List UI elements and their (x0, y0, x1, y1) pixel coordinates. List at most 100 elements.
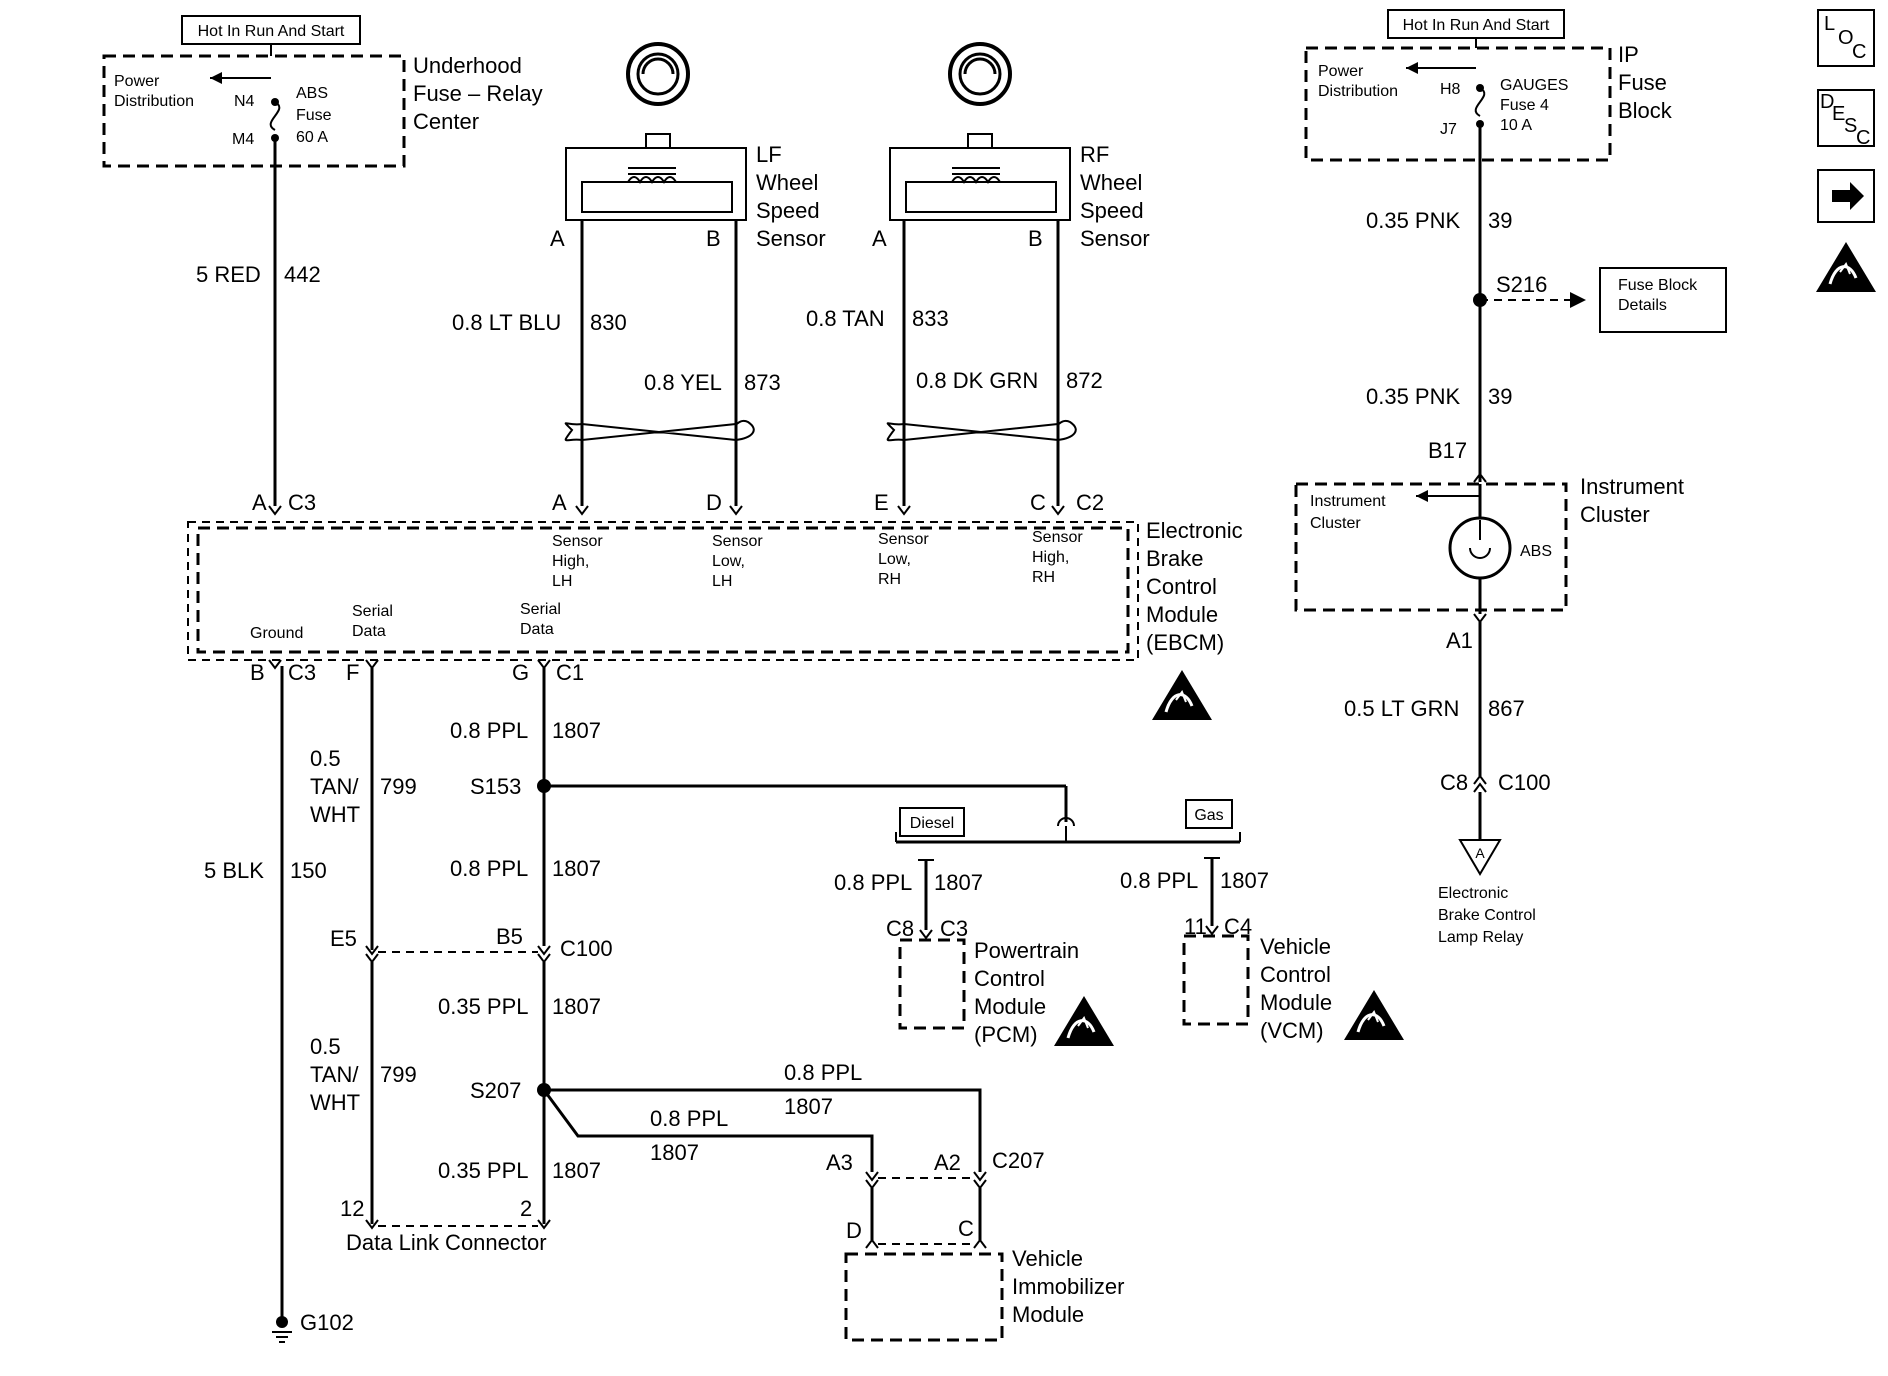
lf-label-1: LF (756, 142, 782, 167)
lf-label-4: Sensor (756, 226, 826, 251)
sensor-low-rh-3: RH (878, 571, 901, 588)
sensor-high-lh-3: LH (552, 573, 572, 590)
rf-sensor-body (889, 147, 1071, 221)
wire-pnk1-size: 0.35 PNK (1366, 208, 1460, 233)
hot-in-run-right-text: Hot In Run And Start (1403, 17, 1550, 34)
rf-pin-a: A (872, 226, 887, 251)
sensor-low-lh-2: Low, (712, 553, 745, 570)
ebcm-outer-box (187, 521, 1139, 661)
sensor-low-lh-3: LH (712, 573, 732, 590)
wire-tw1-a: 0.5 (310, 746, 341, 771)
rf-twisted-pair-icon (886, 419, 1077, 442)
pin-h8: H8 (1440, 81, 1461, 98)
hot-in-run-header-right (1387, 9, 1565, 39)
underhood-label-3: Center (413, 109, 479, 134)
ip-fuse-box (1304, 46, 1612, 162)
wire-ltgrn-num: 867 (1488, 696, 1525, 721)
desc-d: D (1820, 91, 1834, 113)
rf-label-2: Wheel (1080, 170, 1142, 195)
pin-m4: M4 (232, 131, 254, 148)
serial-data-2b: Data (520, 621, 554, 638)
ip-fuse-label-3: Block (1618, 98, 1673, 123)
pcm-label-2: Control (974, 966, 1045, 991)
underhood-label-1: Underhood (413, 53, 522, 78)
power-dist-left-2: Distribution (114, 93, 194, 110)
esd-caution-icon[interactable] (1814, 240, 1878, 294)
hot-in-run-left-text: Hot In Run And Start (198, 23, 345, 40)
ip-fuse-label-2: Fuse (1618, 70, 1667, 95)
ebcm-pin-c: C (1030, 490, 1046, 515)
wire-tw1-c: WHT (310, 802, 360, 827)
diesel-option-box (899, 807, 965, 837)
wire-pnk1-num: 39 (1488, 208, 1512, 233)
ebcm-pin-a: A (252, 490, 267, 515)
vcm-label-2: Control (1260, 962, 1331, 987)
c100-pin-b5: B5 (496, 924, 523, 949)
ebcm-pin-f: F (346, 660, 359, 685)
gas-option-box (1185, 799, 1233, 829)
ebcm-label-2: Brake (1146, 546, 1203, 571)
splice-s153-label: S153 (470, 774, 521, 799)
wire-ppl8-num: 1807 (650, 1140, 699, 1165)
immobilizer-box (844, 1252, 1004, 1342)
wire-blk-size: 5 BLK (204, 858, 264, 883)
power-dist-left-1: Power (114, 73, 160, 90)
c207-pin-a2: A2 (934, 1150, 961, 1175)
wire-ppl1-num: 1807 (552, 718, 601, 743)
serial-data-1a: Serial (352, 603, 393, 620)
sensor-high-rh-3: RH (1032, 569, 1055, 586)
cluster-inner-1: Instrument (1310, 493, 1386, 510)
wire-dkgrn-num: 872 (1066, 368, 1103, 393)
c100-right-c8: C8 (1440, 770, 1468, 795)
pcm-c3: C3 (940, 916, 968, 941)
c100-pin-e5: E5 (330, 926, 357, 951)
loc-icon[interactable] (1817, 9, 1875, 67)
wire-ppl1-size: 0.8 PPL (450, 718, 528, 743)
lf-sensor-body (565, 147, 747, 221)
wire-tw1-num: 799 (380, 774, 417, 799)
underhood-label-2: Fuse – Relay (413, 81, 543, 106)
arrow-left-icon (210, 72, 222, 84)
fuse-block-details-box (1599, 267, 1727, 333)
wire-tw1-b: TAN/ (310, 774, 359, 799)
arrow-left-icon-2 (1406, 62, 1418, 74)
wire-red-size: 5 RED (196, 262, 261, 287)
fuse-symbol-left (269, 101, 281, 131)
ebcm-c3-bottom: C3 (288, 660, 316, 685)
loc-l: L (1824, 13, 1835, 35)
wire-ltgrn-size: 0.5 LT GRN (1344, 696, 1459, 721)
pcm-box (898, 938, 966, 1030)
rf-label-1: RF (1080, 142, 1109, 167)
lf-label-2: Wheel (756, 170, 818, 195)
abs-fuse-3: 60 A (296, 129, 328, 146)
ebcm-ground-label: Ground (250, 625, 303, 642)
immobilizer-label-3: Module (1012, 1302, 1084, 1327)
pcm-pin-c8: C8 (886, 916, 914, 941)
ip-fuse-label-1: IP (1618, 42, 1639, 67)
desc-icon[interactable] (1817, 89, 1875, 147)
fuse-block-details-1: Fuse Block (1618, 277, 1698, 294)
wire-tan-num: 833 (912, 306, 949, 331)
pin-n4: N4 (234, 93, 255, 110)
wire-ppl5-size: 0.8 PPL (834, 870, 912, 895)
gauges-fuse-3: 10 A (1500, 117, 1532, 134)
c100-left-label: C100 (560, 936, 613, 961)
cluster-pin-b17: B17 (1428, 438, 1467, 463)
wire-ppl6-size: 0.8 PPL (1120, 868, 1198, 893)
wire-yel-size: 0.8 YEL (644, 370, 722, 395)
abs-fuse-2: Fuse (296, 107, 332, 124)
gas-label: Gas (1194, 807, 1223, 824)
ebcm-box (196, 526, 1130, 654)
lamp-relay-tri-label: A (1475, 845, 1485, 861)
serial-data-2a: Serial (520, 601, 561, 618)
wire-tw2-a: 0.5 (310, 1034, 341, 1059)
dlc-pin-12: 12 (340, 1196, 364, 1221)
ebcm-label-5: (EBCM) (1146, 630, 1224, 655)
c207-pin-a3: A3 (826, 1150, 853, 1175)
cluster-label-1: Instrument (1580, 474, 1684, 499)
splice-s216-label: S216 (1496, 272, 1547, 297)
dlc-pin-2: 2 (520, 1196, 532, 1221)
lf-label-3: Speed (756, 198, 820, 223)
immobilizer-label-2: Immobilizer (1012, 1274, 1124, 1299)
